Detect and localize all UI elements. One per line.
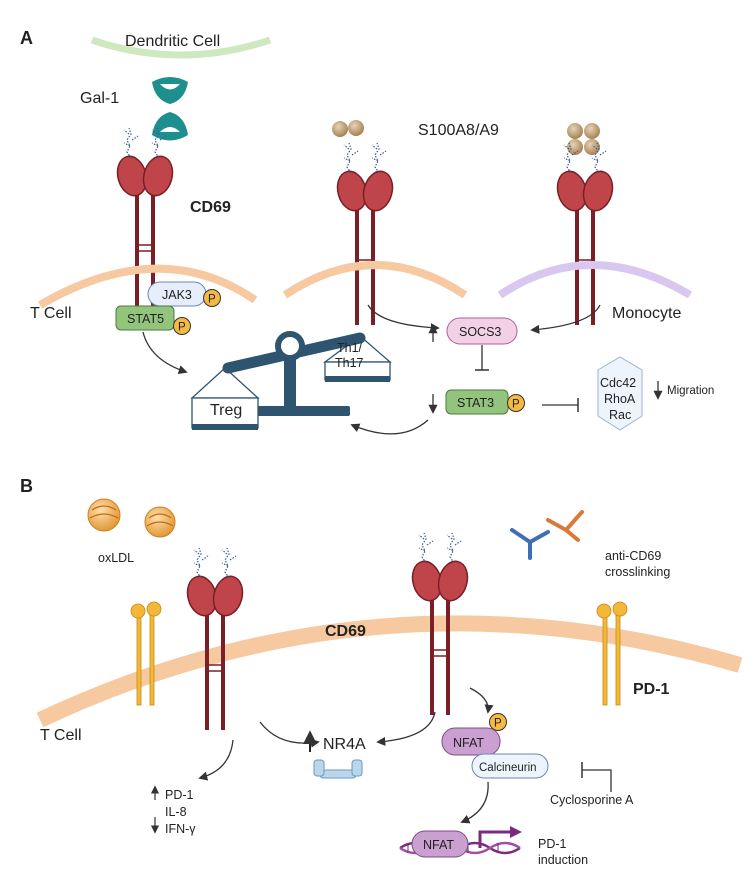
- pd1-receptor-left: [130, 601, 162, 706]
- th17-label: Th17: [335, 356, 364, 370]
- panel-b-label: B: [20, 476, 33, 496]
- rac-label: Rac: [609, 408, 631, 422]
- t-cell-membrane-a-mid: [282, 261, 468, 299]
- cd69-label-a: CD69: [190, 199, 231, 216]
- calcineurin-box: [471, 753, 549, 779]
- inhibit-cyclosporine: [582, 769, 612, 792]
- phospho-label-jak3: P: [208, 294, 216, 306]
- stat3-label: STAT3: [457, 396, 494, 410]
- migration-label: Migration: [667, 385, 714, 397]
- arrow-cd69-to-cytokines: [198, 739, 234, 781]
- calcineurin-label: Calcineurin: [479, 762, 537, 774]
- phospho-label-stat5: P: [178, 322, 186, 334]
- oxldl-icon-1: [87, 498, 121, 532]
- nfat-nuclear-label: NFAT: [423, 838, 454, 852]
- cd69-label-b: CD69: [325, 623, 366, 640]
- nfat-label: NFAT: [453, 736, 484, 750]
- arrow-stat5-to-scale: [142, 331, 188, 375]
- t-cell-label-a: T Cell: [30, 305, 72, 322]
- pd1-induction-label-2: induction: [538, 853, 588, 867]
- cdc42-label: Cdc42: [600, 376, 636, 390]
- arrow-cd69right-to-nr4a: [376, 711, 436, 746]
- rhoa-label: RhoA: [604, 392, 636, 406]
- cytokine-ifng: IFN-γ: [165, 822, 196, 836]
- anti-cd69-label-2: crosslinking: [605, 565, 670, 579]
- t-cell-membrane-b: [36, 615, 743, 728]
- pd1-receptor-right: [596, 601, 628, 706]
- s100-icon-2: [567, 123, 600, 155]
- stat5-box: [115, 305, 175, 331]
- arrow-cd69-to-nfat: [469, 687, 494, 714]
- monocyte-label: Monocyte: [612, 305, 681, 322]
- pd1-induction-label-1: PD-1: [538, 837, 567, 851]
- rho-gtpase-hexagon: [597, 356, 643, 431]
- oxldl-label: oxLDL: [98, 551, 134, 565]
- treg-label: Treg: [210, 402, 242, 419]
- balance-scale-icon: [190, 331, 392, 430]
- socs3-label: SOCS3: [459, 325, 501, 339]
- t-cell-label-b: T Cell: [40, 727, 82, 744]
- cytokine-pd1: PD-1: [165, 788, 194, 802]
- jak3-label: JAK3: [162, 288, 192, 302]
- arrow-monocyte-to-socs3: [530, 304, 601, 334]
- phospho-label-stat3: P: [512, 399, 520, 411]
- stat5-label: STAT5: [127, 312, 164, 326]
- dendritic-membrane: [90, 36, 272, 59]
- s100-label: S100A8/A9: [418, 122, 499, 139]
- monocyte-membrane: [497, 261, 693, 299]
- nr4a-protein-icon: [313, 759, 363, 779]
- phospho-label-nfat: P: [494, 718, 502, 730]
- t-cell-membrane-a-left: [37, 264, 258, 309]
- nfat-nuclear-box: [411, 830, 469, 858]
- pd1-label-b: PD-1: [633, 681, 670, 698]
- nfat-box: [441, 727, 501, 756]
- gal1-label: Gal-1: [80, 90, 119, 107]
- cd69-receptor-a-right: [553, 143, 616, 325]
- gal1-icon: [152, 77, 188, 141]
- socs3-box: [446, 317, 518, 345]
- arrow-cd69-to-socs3: [367, 304, 440, 333]
- transcription-arrow-head: [510, 826, 522, 838]
- cd69-receptor-b-left: [183, 548, 246, 730]
- th1-label: Th1/: [337, 341, 363, 355]
- panel-a-label: A: [20, 28, 33, 48]
- s100-icon-1: [332, 120, 364, 137]
- nr4a-label: NR4A: [323, 736, 366, 753]
- arrow-nfat-to-dna: [460, 781, 489, 824]
- oxldl-icon-2: [144, 506, 176, 538]
- cytokine-il8: IL-8: [165, 805, 187, 819]
- cd69-receptor-a-mid: [333, 143, 396, 325]
- dendritic-cell-label: Dendritic Cell: [125, 33, 220, 50]
- anti-cd69-antibody-icon: [510, 510, 584, 560]
- anti-cd69-label-1: anti-CD69: [605, 549, 661, 563]
- cyclosporine-label: Cyclosporine A: [550, 793, 634, 807]
- transcription-arrow: [478, 830, 510, 848]
- arrow-stat3-to-scale: [350, 419, 429, 435]
